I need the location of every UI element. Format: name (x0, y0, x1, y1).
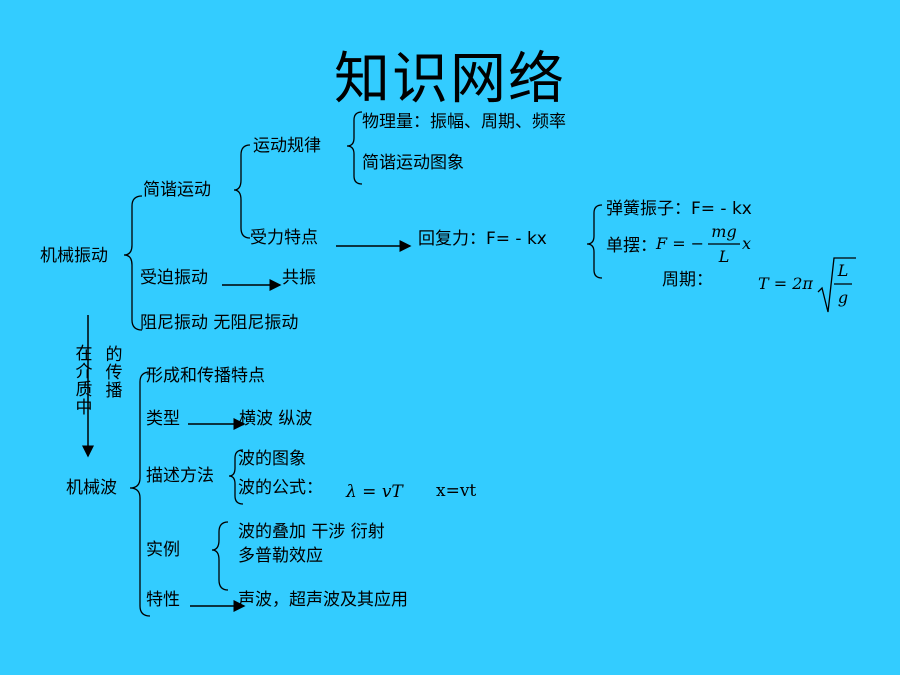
node-resonance: 共振 (282, 268, 316, 288)
node-restoring-force: 回复力：F= - kx (418, 229, 547, 249)
propagation-label-right: 的传播 (105, 345, 123, 401)
wave-formula-2: x=vt (436, 481, 477, 501)
wave-formula: λ = vT (346, 482, 403, 502)
node-formation: 形成和传播特点 (146, 366, 265, 386)
node-types-value: 横波 纵波 (239, 409, 313, 429)
node-pendulum-label: 单摆： (606, 236, 657, 256)
brace-wave (129, 371, 151, 617)
pendulum-formula-den: L (718, 247, 730, 266)
node-force-feature: 受力特点 (250, 228, 318, 248)
node-forced-vibration: 受迫振动 (140, 268, 208, 288)
node-examples: 实例 (146, 540, 180, 560)
period-formula-num: L (837, 261, 849, 280)
node-example-2: 多普勒效应 (238, 546, 323, 566)
period-formula-den: g (837, 288, 849, 307)
node-properties-value: 声波，超声波及其应用 (238, 590, 408, 610)
node-spring-oscillator: 弹簧振子：F= - kx (606, 199, 752, 219)
brace-motion-law (346, 111, 363, 185)
pendulum-formula-lhs: F = − (656, 234, 705, 253)
node-motion-law: 运动规律 (253, 136, 321, 156)
sqrt-sign (817, 257, 856, 313)
brace-vibration (123, 195, 143, 331)
node-description: 描述方法 (146, 466, 214, 486)
node-period-label: 周期： (662, 270, 713, 290)
period-formula-lhs: T = 2π (758, 274, 813, 293)
page-title: 知识网络 (334, 47, 566, 112)
node-mechanical-vibration: 机械振动 (40, 246, 108, 266)
node-mechanical-wave: 机械波 (66, 478, 117, 498)
node-wave-graph: 波的图象 (238, 449, 306, 469)
node-example-1: 波的叠加 干涉 衍射 (238, 522, 385, 542)
brace-examples (211, 521, 229, 591)
node-physical-quantities: 物理量：振幅、周期、频率 (362, 112, 566, 132)
brace-shm (233, 144, 251, 239)
brace-pendulum-group (586, 204, 603, 279)
propagation-label-left: 在介质中 (75, 344, 93, 418)
pendulum-formula-tail: x (742, 234, 752, 253)
pendulum-formula-num: mg (711, 222, 737, 241)
node-wave-formula-label: 波的公式： (238, 478, 323, 498)
brace-description (228, 449, 244, 505)
node-types: 类型 (146, 409, 180, 429)
node-properties: 特性 (146, 590, 180, 610)
node-shm-graph: 简谐运动图象 (362, 153, 464, 173)
node-shm: 简谐运动 (143, 180, 211, 200)
node-damped-vibration: 阻尼振动 无阻尼振动 (140, 313, 299, 333)
